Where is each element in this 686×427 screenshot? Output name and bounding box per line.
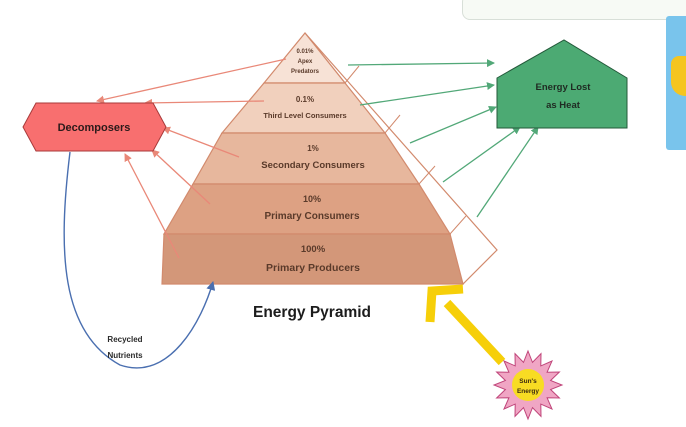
diagram-title: Energy Pyramid bbox=[253, 304, 371, 321]
pyramid-labels: 0.01% Apex Predators 0.1% Third Level Co… bbox=[261, 49, 364, 274]
primary-producers-name-label: Primary Producers bbox=[266, 262, 360, 274]
pyramid bbox=[161, 32, 464, 285]
arrow-apex-to-heat bbox=[347, 59, 495, 68]
arrow-producers-to-heat bbox=[476, 126, 539, 218]
heat-label-1: Energy Lost bbox=[536, 82, 592, 93]
primary-producers-pct-label: 100% bbox=[301, 244, 326, 255]
apex-pct-label: 0.01% bbox=[296, 49, 314, 55]
third-level-pct-label: 0.1% bbox=[296, 95, 314, 104]
arrow-primary-consumers-to-heat bbox=[442, 126, 521, 183]
apex-name-label-2: Predators bbox=[291, 69, 320, 75]
decomposers-node: Decomposers bbox=[22, 102, 167, 152]
recycled-nutrients-arrow bbox=[63, 151, 216, 369]
secondary-name-label: Secondary Consumers bbox=[261, 160, 364, 171]
arrow-primary-consumers-to-decomposers bbox=[151, 149, 211, 205]
arrow-apex-to-decomposers bbox=[96, 58, 287, 104]
heat-label-2: as Heat bbox=[546, 100, 581, 111]
sun-energy-arrow bbox=[425, 284, 506, 366]
primary-consumers-name-label: Primary Consumers bbox=[264, 211, 359, 222]
secondary-pct-label: 1% bbox=[307, 144, 319, 153]
third-level-name-label: Third Level Consumers bbox=[263, 111, 346, 120]
sun-label-2: Energy bbox=[517, 388, 539, 395]
pyramid-level-apex-predators bbox=[262, 32, 347, 84]
arrow-secondary-to-decomposers bbox=[162, 126, 240, 158]
apex-name-label-1: Apex bbox=[298, 59, 313, 65]
pyramid-level-primary-producers bbox=[161, 233, 464, 285]
pyramid-level-third-level-consumers bbox=[220, 82, 387, 134]
sun-label-1: Sun's bbox=[519, 378, 537, 385]
heat-node: Energy Lost as Heat bbox=[496, 39, 628, 129]
arrows-to-decomposers bbox=[96, 58, 287, 259]
top-right-card bbox=[462, 0, 686, 20]
right-edge-card-shape bbox=[671, 56, 686, 96]
pyramid-level-primary-consumers bbox=[162, 183, 452, 235]
recycled-label-1: Recycled bbox=[107, 335, 142, 344]
sun-icon: Sun's Energy bbox=[492, 349, 564, 421]
primary-consumers-pct-label: 10% bbox=[303, 194, 321, 204]
arrows-to-heat bbox=[347, 59, 539, 218]
arrow-third-level-to-heat bbox=[359, 82, 495, 106]
arrow-third-level-to-decomposers bbox=[144, 98, 265, 107]
recycled-label-2: Nutrients bbox=[107, 351, 143, 360]
pyramid-level-secondary-consumers bbox=[191, 132, 421, 185]
arrow-secondary-to-heat bbox=[409, 106, 497, 144]
arrow-producers-to-decomposers bbox=[124, 153, 180, 259]
decomposers-label: Decomposers bbox=[58, 122, 131, 134]
